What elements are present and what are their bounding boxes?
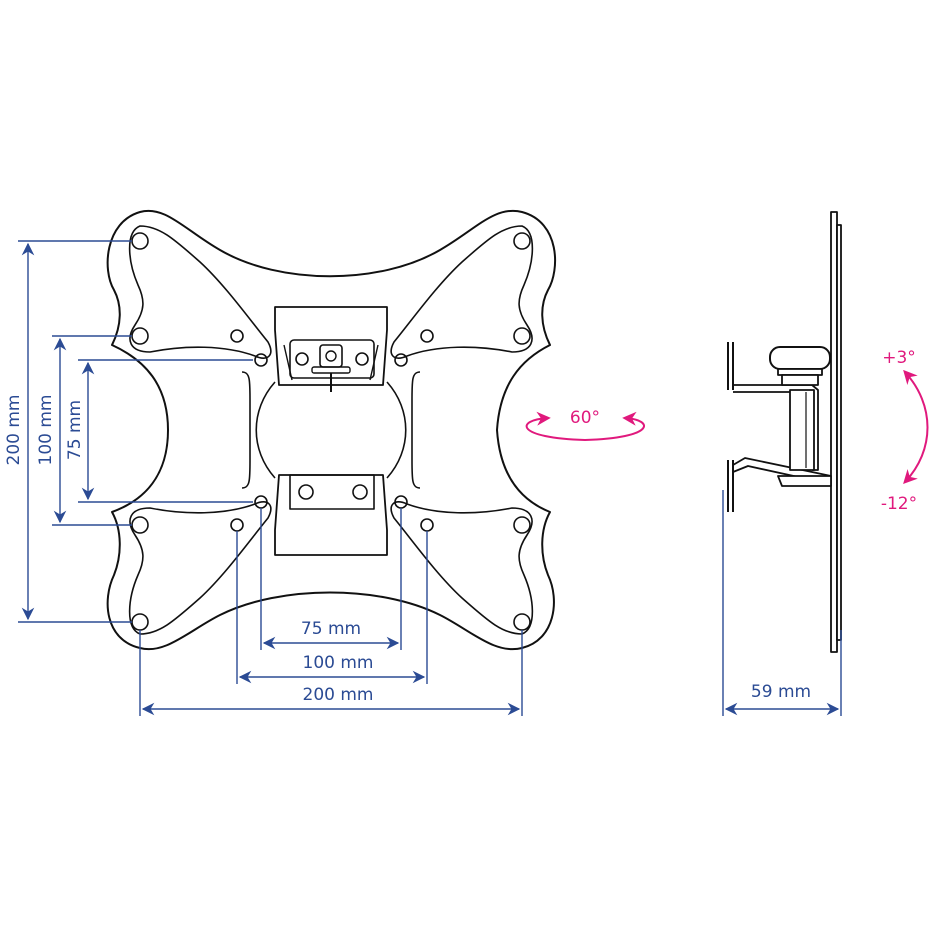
inner-arm-upper-left (128, 225, 272, 359)
mounting-holes (131, 232, 531, 631)
plate-outline (106, 209, 557, 651)
inner-arm-lower-right (390, 501, 534, 635)
pivot-cylinder (789, 389, 815, 471)
lower-bracket-inner (289, 474, 375, 510)
dim-h100-label: 100 mm (303, 653, 374, 673)
tilt-up-label: +3° (882, 348, 916, 368)
swivel-arrow (525, 411, 645, 442)
tilt-screw (319, 344, 343, 368)
side-lower-arm (732, 457, 832, 477)
swivel-angle-label: 60° (570, 408, 600, 428)
center-rib-left (241, 371, 251, 489)
front-dimensions (18, 240, 523, 716)
dim-v75-label: 75 mm (65, 400, 85, 460)
center-curve-right (386, 381, 407, 479)
inner-arm-lower-left (128, 501, 272, 635)
dim-h200-label: 200 mm (303, 685, 374, 705)
depth-dimension (722, 490, 842, 716)
swivel-indicator: 60° (525, 408, 645, 442)
tilt-arrow (903, 369, 929, 485)
center-curve-left (255, 381, 276, 479)
inner-arm-upper-right (390, 225, 534, 359)
dim-v100-label: 100 mm (36, 395, 56, 466)
front-view-plate (106, 209, 557, 651)
tilt-indicator: +3° -12° (881, 348, 929, 514)
center-rib-right (411, 371, 421, 489)
dim-v200-label: 200 mm (4, 395, 24, 466)
dim-depth-label: 59 mm (751, 682, 811, 702)
side-view (727, 211, 842, 653)
dim-h75-label: 75 mm (301, 619, 361, 639)
upper-bracket (274, 306, 388, 386)
tilt-knob (769, 346, 831, 370)
tilt-down-label: -12° (881, 494, 917, 514)
lower-bracket (274, 474, 388, 556)
